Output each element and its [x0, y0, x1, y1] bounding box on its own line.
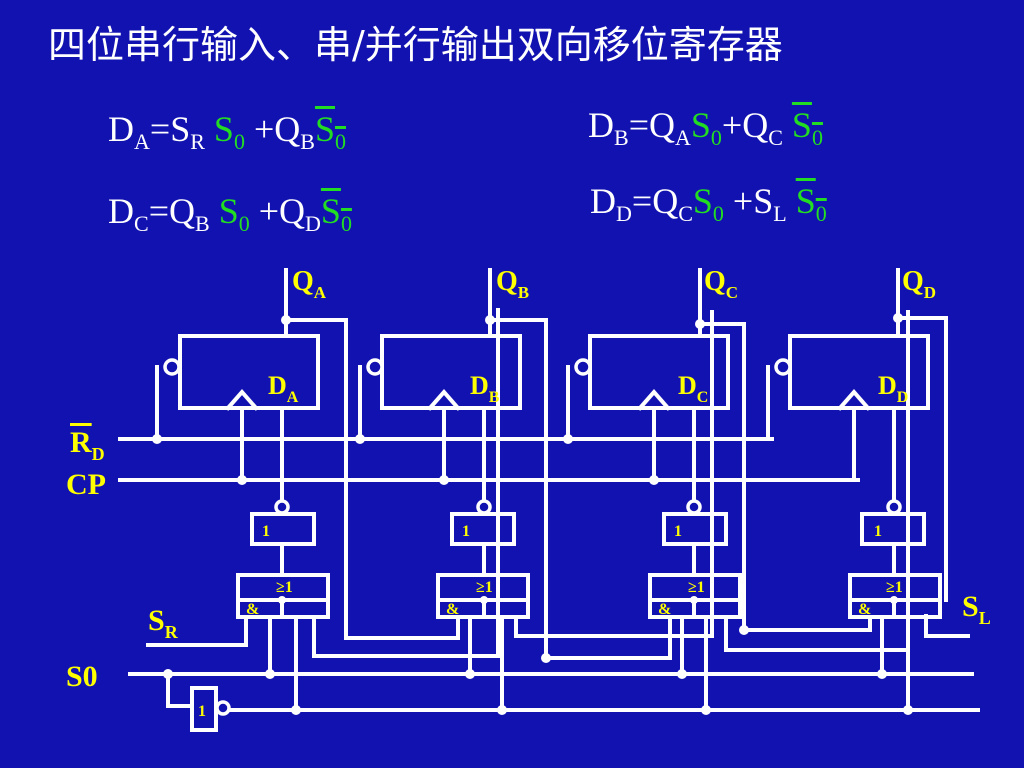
or-label-d: ≥1 — [886, 579, 903, 596]
ff-label-da: DA — [268, 371, 299, 406]
and-label-c: & — [658, 601, 671, 618]
eq-da-term1: S — [170, 109, 191, 149]
not-gate-d-label: 1 — [874, 523, 882, 540]
and-label-d: & — [858, 601, 871, 618]
eq-dc-term1: Q — [169, 191, 195, 231]
output-label-qc: QC — [704, 266, 738, 302]
eq-dd-equals: = — [631, 181, 653, 221]
clk-triangle-d — [837, 388, 871, 411]
eq-db-lhs: D — [588, 105, 614, 145]
eq-dc-term1-sub: B — [195, 211, 210, 236]
eq-dc-equals: = — [148, 191, 169, 231]
equation-dd: DD=QCS0 +SL S0 — [590, 180, 827, 227]
eq-dc-select2-complement: S0 — [320, 191, 352, 236]
not-bubble-a — [274, 499, 290, 515]
or-label-a: ≥1 — [276, 579, 293, 596]
not-gate-c-label: 1 — [674, 523, 682, 540]
eq-da-lhs: D — [108, 109, 134, 149]
eq-da-select2-complement: S0 — [314, 109, 346, 154]
reset-bubble-b — [366, 358, 384, 376]
not-gate-a-label: 1 — [262, 523, 270, 540]
output-label-qd: QD — [902, 266, 936, 302]
eq-da-term1-sub: R — [190, 129, 205, 154]
eq-dc-plus: + — [258, 191, 280, 231]
reset-bubble-a — [163, 358, 181, 376]
eq-db-term2: Q — [742, 105, 769, 145]
not-gate-d — [860, 512, 926, 546]
ff-label-dc: DC — [678, 371, 708, 406]
eq-db-lhs-sub: B — [614, 125, 629, 150]
s0-label: S0 — [66, 660, 98, 693]
equation-db: DB=QAS0+QC S0 — [588, 104, 823, 151]
or-label-c: ≥1 — [688, 579, 705, 596]
sl-line — [924, 614, 970, 638]
eq-da-plus: + — [253, 109, 275, 149]
eq-da-equals: = — [149, 109, 171, 149]
flipflop-a — [178, 334, 320, 410]
not-bubble-b — [476, 499, 492, 515]
eq-dc-lhs: D — [108, 191, 134, 231]
eq-dc-term2-sub: D — [305, 211, 321, 236]
eq-dd-lhs-sub: D — [616, 201, 632, 226]
eq-db-term1-sub: A — [675, 125, 691, 150]
eq-dd-term1-sub: C — [678, 201, 693, 226]
clk-triangle-a — [225, 388, 259, 411]
ff-label-db: DB — [470, 371, 500, 406]
eq-dd-plus: + — [732, 181, 754, 221]
eq-dd-select1: S0 — [692, 181, 724, 226]
clk-triangle-c — [637, 388, 671, 411]
eq-dd-term2: S — [753, 181, 774, 221]
eq-da-term2-sub: B — [300, 129, 315, 154]
output-label-qb: QB — [496, 266, 529, 302]
eq-db-term1: Q — [649, 105, 675, 145]
not-gate-b-label: 1 — [462, 523, 470, 540]
eq-dd-term1: Q — [652, 181, 679, 221]
rd-label: RD — [70, 426, 105, 464]
eq-dc-lhs-sub: C — [134, 211, 149, 236]
reset-bubble-c — [574, 358, 592, 376]
and-label-b: & — [446, 601, 459, 618]
eq-dd-lhs: D — [590, 181, 616, 221]
eq-da-select1: S0 — [213, 109, 245, 154]
eq-dc-term2: Q — [279, 191, 306, 231]
s0-not-gate-label: 1 — [198, 703, 206, 720]
output-label-qa: QA — [292, 266, 327, 302]
sl-label: SL — [962, 590, 991, 628]
eq-db-equals: = — [628, 105, 649, 145]
eq-db-term2-sub: C — [768, 125, 783, 150]
cp-label: CP — [66, 468, 106, 501]
s0-not-bubble — [215, 700, 231, 716]
ff-label-dd: DD — [878, 371, 908, 406]
eq-da-term2: Q — [274, 109, 301, 149]
and-label-a: & — [246, 601, 259, 618]
eq-dc-select1: S0 — [218, 191, 250, 236]
sr-label: SR — [148, 604, 179, 642]
eq-db-select1: S0 — [690, 105, 722, 150]
equation-da: DA=SR S0 +QBS0 — [108, 108, 346, 155]
eq-db-select2-complement: S0 — [791, 105, 823, 150]
slide-title: 四位串行输入、串/并行输出双向移位寄存器 — [48, 23, 783, 67]
stage-a — [155, 268, 500, 712]
eq-db-plus: + — [721, 105, 743, 145]
not-bubble-d — [886, 499, 902, 515]
eq-dd-select2-complement: S0 — [795, 181, 827, 226]
reset-bubble-d — [774, 358, 792, 376]
clk-triangle-b — [427, 388, 461, 411]
equation-dc: DC=QB S0 +QDS0 — [108, 190, 352, 237]
or-label-b: ≥1 — [476, 579, 493, 596]
not-bubble-c — [686, 499, 702, 515]
eq-dd-term2-sub: L — [773, 201, 787, 226]
eq-da-lhs-sub: A — [134, 129, 150, 154]
stage-d — [766, 268, 948, 712]
